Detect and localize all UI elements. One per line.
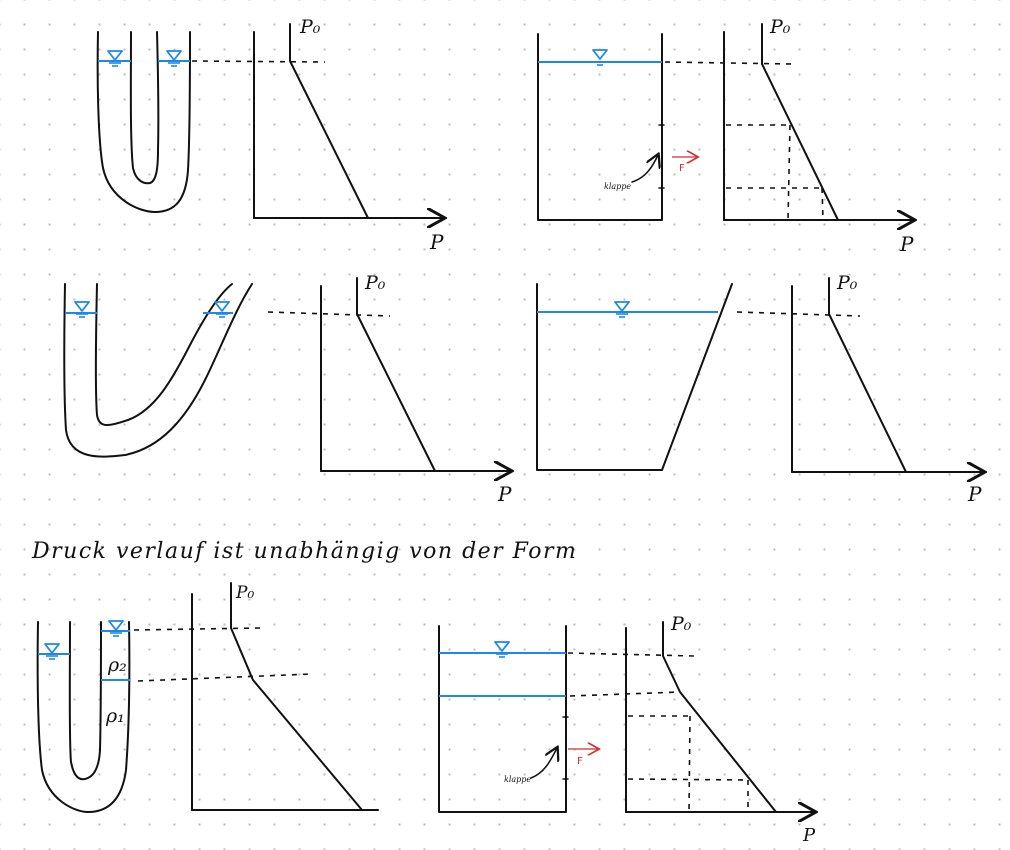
p-axis-label: P	[899, 232, 914, 256]
tank-1	[537, 33, 697, 221]
u-tube-two-liquids	[36, 620, 131, 813]
p0-label: P₀	[364, 272, 386, 294]
p-axis-label: P	[497, 482, 512, 506]
p0-label: P₀	[769, 16, 791, 38]
water-level-icon	[592, 49, 608, 66]
p0-label: P₀	[836, 272, 858, 294]
klappe-label: klappe	[504, 775, 531, 784]
water-level-icon	[108, 620, 124, 637]
tank-two-layers	[438, 625, 598, 813]
water-level-icon	[74, 301, 90, 318]
p0-label: P₀	[670, 613, 692, 635]
water-level-icon	[494, 641, 510, 658]
p0-label: P₀	[299, 16, 321, 38]
u-tube-1	[96, 31, 191, 213]
level-dashed-line	[664, 61, 793, 65]
level-dashed-line	[133, 627, 261, 631]
interface-dashed-line	[137, 673, 313, 682]
water-level-icon	[44, 643, 60, 660]
water-level-icon	[214, 301, 230, 318]
p-axis-label: P	[967, 482, 982, 506]
pressure-diagram-2	[723, 23, 913, 220]
level-dashed-line	[736, 311, 861, 317]
pressure-diagram-1	[253, 23, 443, 218]
trapezoid-tank	[536, 283, 733, 471]
pressure-diagram-6	[625, 621, 814, 812]
water-level-icon	[107, 50, 123, 67]
level-dashed-line	[267, 311, 391, 317]
pressure-diagram-5	[191, 582, 379, 811]
pressure-diagram-3	[320, 277, 510, 471]
p-axis-label: P	[429, 230, 444, 254]
p0-label: P₀	[235, 583, 254, 603]
pressure-diagram-4	[791, 277, 983, 472]
force-label: F	[577, 756, 583, 767]
rho1-label: ρ₁	[105, 705, 125, 727]
rho2-label: ρ₂	[107, 654, 127, 676]
force-label: F	[679, 163, 685, 174]
level-dashed-line	[191, 60, 326, 63]
klappe-label: klappe	[604, 182, 631, 191]
water-level-icon	[166, 50, 182, 67]
level-dashed-line	[567, 652, 695, 657]
handwritten-note: Druck verlauf ist unabhängig von der For…	[31, 539, 577, 564]
p-axis-label: P	[802, 825, 816, 846]
water-level-icon	[614, 301, 630, 318]
bent-tube	[63, 283, 253, 458]
